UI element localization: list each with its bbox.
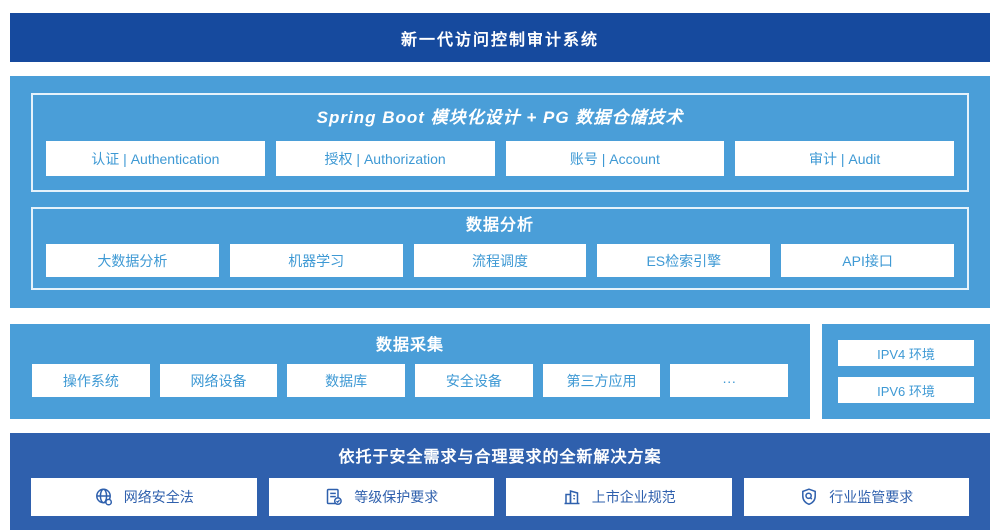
source-more-ellipsis: ···: [670, 364, 788, 397]
environment-section: IPV4 环境 IPV6 环境: [822, 324, 990, 419]
data-analysis-title: 数据分析: [46, 215, 954, 236]
env-ipv6: IPV6 环境: [838, 377, 974, 403]
source-security-device: 安全设备: [415, 364, 533, 397]
solution-item-classified-protection: 等级保护要求: [269, 478, 495, 516]
source-third-party-app: 第三方应用: [543, 364, 661, 397]
platform-section: Spring Boot 模块化设计 + PG 数据仓储技术 认证 | Authe…: [10, 76, 990, 308]
source-database: 数据库: [287, 364, 405, 397]
spring-boot-box: Spring Boot 模块化设计 + PG 数据仓储技术 认证 | Authe…: [31, 93, 969, 192]
spring-boot-module-row: 认证 | Authentication 授权 | Authorization 账…: [46, 141, 954, 176]
solution-item-label: 行业监管要求: [829, 487, 913, 507]
architecture-diagram: 新一代访问控制审计系统 Spring Boot 模块化设计 + PG 数据仓储技…: [10, 13, 990, 530]
diagram-title: 新一代访问控制审计系统: [401, 26, 599, 50]
spring-boot-title: Spring Boot 模块化设计 + PG 数据仓储技术: [46, 107, 954, 129]
module-authentication: 认证 | Authentication: [46, 141, 265, 176]
module-account: 账号 | Account: [506, 141, 725, 176]
data-analysis-module-row: 大数据分析 机器学习 流程调度 ES检索引擎 API接口: [46, 244, 954, 277]
module-machine-learning: 机器学习: [230, 244, 403, 277]
data-collection-title: 数据采集: [32, 335, 788, 357]
module-process-scheduling: 流程调度: [414, 244, 587, 277]
solution-item-label: 上市企业规范: [592, 487, 676, 507]
env-ipv4: IPV4 环境: [838, 340, 974, 366]
solution-item-row: 网络安全法 等级保护要求: [31, 478, 969, 516]
module-audit: 审计 | Audit: [735, 141, 954, 176]
solution-item-cybersecurity-law: 网络安全法: [31, 478, 257, 516]
shield-search-icon: [799, 487, 819, 507]
collection-row: 数据采集 操作系统 网络设备 数据库 安全设备 第三方应用 ··· IPV4 环…: [10, 324, 990, 419]
module-es-search-engine: ES检索引擎: [597, 244, 770, 277]
solution-item-listed-company: 上市企业规范: [506, 478, 732, 516]
module-big-data-analysis: 大数据分析: [46, 244, 219, 277]
solution-item-industry-regulation: 行业监管要求: [744, 478, 970, 516]
solution-item-label: 等级保护要求: [354, 487, 438, 507]
source-operating-system: 操作系统: [32, 364, 150, 397]
data-analysis-box: 数据分析 大数据分析 机器学习 流程调度 ES检索引擎 API接口: [31, 207, 969, 290]
globe-icon: [94, 487, 114, 507]
document-check-icon: [324, 487, 344, 507]
solution-item-label: 网络安全法: [124, 487, 194, 507]
module-authorization: 授权 | Authorization: [276, 141, 495, 176]
diagram-title-bar: 新一代访问控制审计系统: [10, 13, 990, 62]
solution-section: 依托于安全需求与合理要求的全新解决方案 网络安全法: [10, 433, 990, 530]
building-icon: [562, 487, 582, 507]
solution-title: 依托于安全需求与合理要求的全新解决方案: [31, 447, 969, 469]
source-network-device: 网络设备: [160, 364, 278, 397]
data-collection-section: 数据采集 操作系统 网络设备 数据库 安全设备 第三方应用 ···: [10, 324, 810, 419]
data-collection-source-row: 操作系统 网络设备 数据库 安全设备 第三方应用 ···: [32, 364, 788, 397]
module-api-interface: API接口: [781, 244, 954, 277]
